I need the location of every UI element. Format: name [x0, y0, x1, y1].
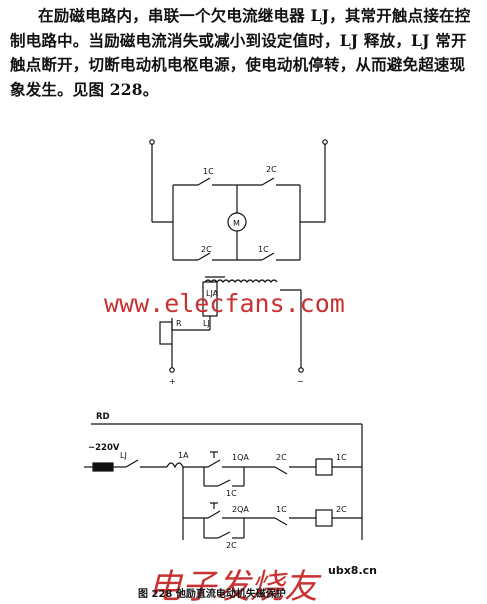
contact-1c-bottom-label: 1C: [258, 245, 269, 254]
lj-contact-label: LJ: [120, 451, 127, 460]
coil-2c-label: 2C: [336, 505, 347, 514]
coil-1c-label: 1C: [336, 453, 347, 462]
contact-2c-bottom-label: 2C: [201, 245, 212, 254]
figure-caption: 图 228 他励直流电动机失磁保护: [138, 587, 286, 600]
button-1a-label: 1A: [178, 451, 189, 460]
supply-label: ~220V: [88, 443, 120, 453]
body-paragraph: 在励磁电路内，串联一个欠电流继电器 LJ，其常开触点接在控制电路中。当励磁电流消…: [10, 4, 478, 102]
resistor-label: R: [176, 319, 182, 328]
motor-label: M: [233, 219, 240, 228]
watermark-site-small: ubx8.cn: [328, 564, 377, 577]
contact-1c-top-label: 1C: [203, 167, 214, 176]
terminal-plus-label: +: [169, 377, 176, 386]
relay-coil-top-label: LJA: [206, 289, 219, 298]
contact-2c-hold-label: 2C: [226, 541, 237, 550]
contact-2c-top-label: 2C: [266, 165, 277, 174]
paragraph-text: 在励磁电路内，串联一个欠电流继电器 LJ，其常开触点接在控制电路中。当励磁电流消…: [10, 6, 471, 99]
button-2qa-label: 2QA: [232, 505, 249, 514]
fuse-label: RD: [96, 412, 110, 422]
contact-2c-interlock-label: 2C: [276, 453, 287, 462]
contact-1c-interlock-label: 1C: [276, 505, 287, 514]
button-1qa-label: 1QA: [232, 453, 249, 462]
contact-1c-hold-label: 1C: [226, 489, 237, 498]
relay-coil-label: LJ: [203, 319, 210, 328]
watermark-site: www.elecfans.com: [104, 289, 345, 318]
terminal-minus-label: −: [297, 377, 304, 386]
watermark-brand: 电子发烧友: [148, 567, 322, 604]
